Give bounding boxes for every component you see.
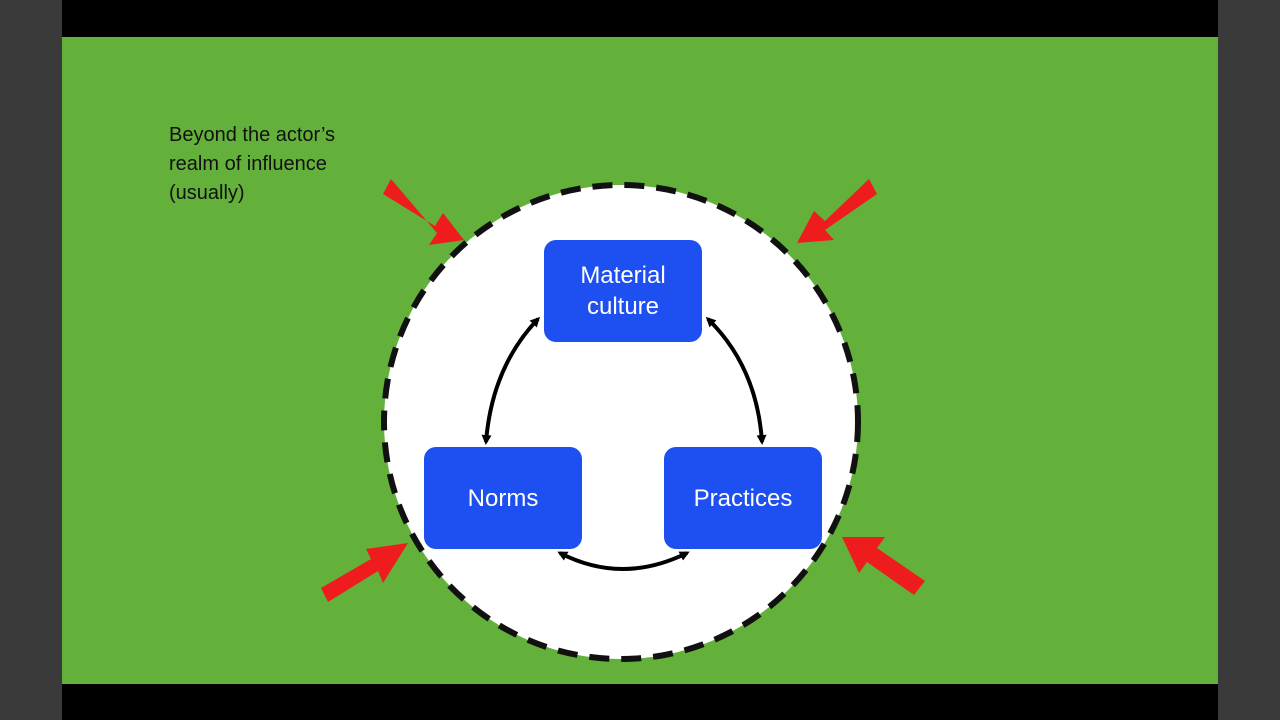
caption-line-3: (usually) [169,182,245,204]
caption-text: Beyond the actor’s realm of influence (u… [169,121,429,208]
caption-line-1: Beyond the actor’s [169,124,336,146]
node-material-culture: Material culture [544,240,702,342]
pressure-arrow-bottom-right [842,537,925,595]
node-material-label-line-2: culture [586,293,660,320]
pressure-arrow-top-right [797,179,877,243]
cycle-arrow-norms-practices [557,551,690,571]
node-practices-label: Practices [693,484,793,512]
node-norms-label: Norms [467,484,539,512]
slide: Beyond the actor’s realm of influence (u… [62,37,1218,684]
pressure-arrow-top-left [383,179,464,245]
caption-line-2: realm of influence [169,153,327,175]
cycle-arrow-material-norms [481,316,541,445]
node-practices: Practices [664,447,822,549]
cycle-arrow-material-practices [705,316,767,445]
node-norms: Norms [424,447,582,549]
pressure-arrow-bottom-left [321,543,408,602]
node-material-label-line-1: Material [580,262,666,289]
